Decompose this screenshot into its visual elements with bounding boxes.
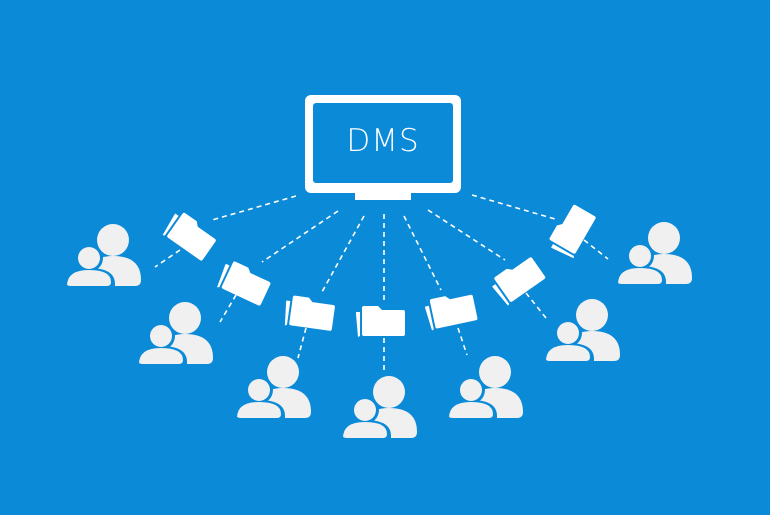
folder-user-line-3 <box>297 327 307 359</box>
folder-icon <box>215 258 273 308</box>
connector-line-3 <box>321 215 365 293</box>
user-group-icon <box>614 222 692 288</box>
folder-user-line-2 <box>219 294 237 323</box>
folder-user-line-1 <box>154 249 181 268</box>
user-group-icon <box>445 356 523 422</box>
folder-user-line-7 <box>583 239 609 260</box>
folder-icon <box>545 202 598 261</box>
folder-icon <box>356 306 405 337</box>
monitor-icon <box>305 95 461 200</box>
folder-icon <box>488 253 547 307</box>
folder-icon <box>423 290 479 332</box>
user-group-icon <box>135 302 213 368</box>
user-group-icon <box>339 376 417 442</box>
folder-user-lines <box>154 239 609 372</box>
folder-user-line-5 <box>457 327 468 356</box>
monitor-label: DMS <box>346 123 420 159</box>
folder-user-line-6 <box>525 292 547 319</box>
connector-line-1 <box>211 195 297 221</box>
user-group-icon <box>542 299 620 365</box>
connector-line-2 <box>261 210 339 263</box>
folder-icon <box>282 294 336 333</box>
connector-lines <box>211 194 556 302</box>
user-group-icon <box>63 224 141 290</box>
connector-line-7 <box>471 194 556 220</box>
folder-icon <box>160 208 219 263</box>
connector-line-6 <box>427 209 506 261</box>
user-group-icon <box>233 356 311 422</box>
connector-line-5 <box>403 215 442 291</box>
